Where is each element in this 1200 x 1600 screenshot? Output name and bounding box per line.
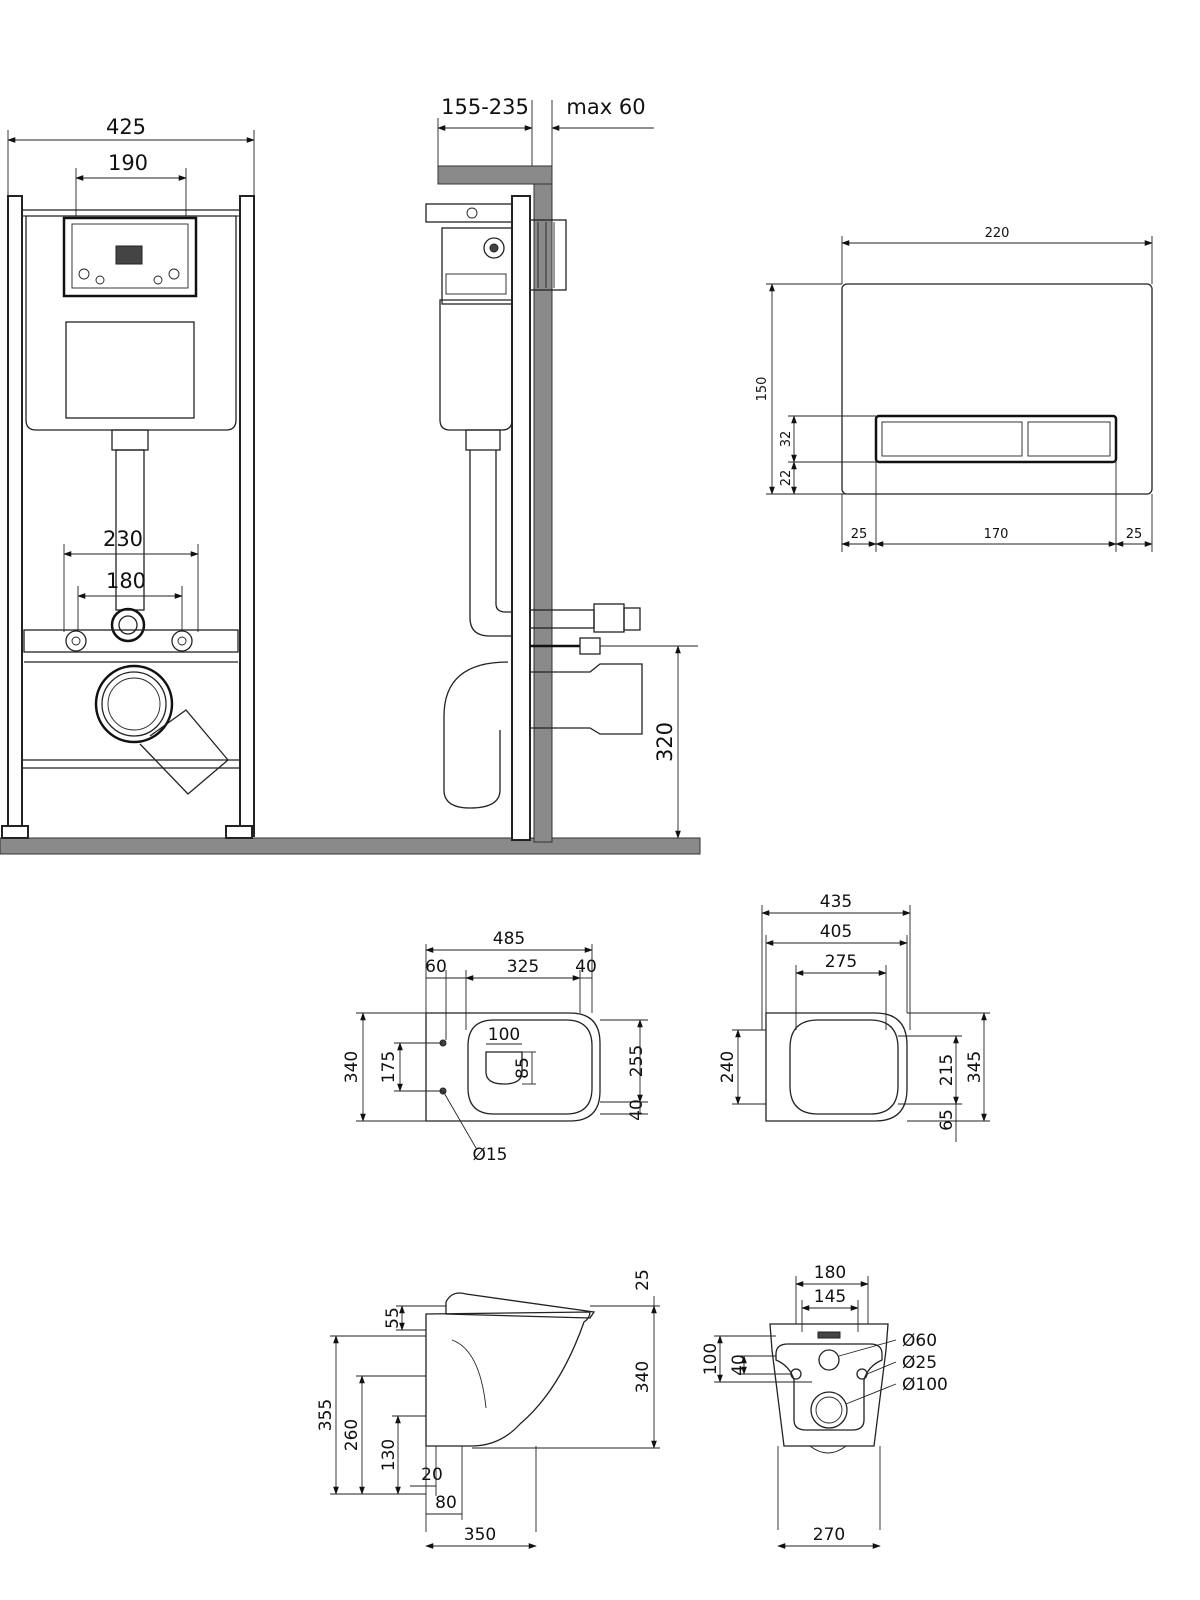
- dim-bowl-inner: 255: [627, 1045, 647, 1077]
- frame-left-post: [7, 195, 23, 837]
- flush-button-large: [881, 421, 1023, 457]
- drain-siphon: [443, 661, 509, 809]
- dim-offset-a: 20: [421, 1465, 443, 1485]
- label-outlet-diameter: Ø100: [902, 1375, 948, 1395]
- dim-plate-height: 150: [755, 377, 770, 402]
- dim-bolt-height: 320: [653, 722, 677, 762]
- dim-max-panel: max 60: [566, 95, 645, 119]
- frame-left-foot: [1, 825, 29, 839]
- flush-plate: [841, 283, 1153, 495]
- flush-button-small: [1027, 421, 1111, 457]
- waste-outlet: [810, 1391, 848, 1429]
- flush-plate-view: 220 150 32 22 25 170 25: [755, 226, 1153, 552]
- drain-elbow: [530, 663, 643, 735]
- dim-tank-width: 190: [108, 151, 148, 175]
- wall-section: [533, 179, 553, 843]
- dim-rim-offset: 40: [627, 1099, 647, 1121]
- water-inlet: [818, 1349, 840, 1371]
- dim-side-top-offset: 25: [633, 1269, 653, 1291]
- dim-seat-length: 405: [820, 922, 852, 942]
- dim-bowl-length: 485: [493, 929, 525, 949]
- dim-bolt-height: 40: [729, 1354, 749, 1376]
- flush-buttons: [874, 414, 1118, 464]
- dim-seat-overall-width: 345: [965, 1051, 985, 1083]
- bowl-top-view: 485 60 325 40 340 175 100 85: [342, 929, 648, 1165]
- bowl-side-outline: [425, 1311, 591, 1447]
- cistern-tank: [25, 215, 237, 431]
- label-bolt-diameter: Ø25: [902, 1353, 937, 1373]
- frame-right-foot: [225, 825, 253, 839]
- dim-opening-width: 100: [488, 1025, 520, 1045]
- side-cistern: [439, 299, 513, 431]
- drain-outlet: [94, 664, 174, 744]
- dim-frame-width: 425: [106, 115, 146, 139]
- mounting-bar: [23, 629, 239, 653]
- mounting-stud-left: [65, 630, 87, 652]
- label-inlet-diameter: Ø60: [902, 1331, 937, 1351]
- dim-seat-width: 240: [718, 1051, 738, 1083]
- floor-line: [0, 837, 701, 855]
- dim-opening-depth: 85: [513, 1057, 533, 1079]
- dim-right-offset: 40: [575, 957, 597, 977]
- dim-button-width: 170: [984, 527, 1009, 542]
- dim-margin-right: 25: [1126, 527, 1143, 542]
- dim-depth-range: 155-235: [441, 95, 529, 119]
- wall-top-panel: [437, 165, 553, 185]
- mounting-stud-right: [171, 630, 193, 652]
- dim-seat-inner-width: 215: [937, 1054, 957, 1086]
- dim-bowl-span: 325: [507, 957, 539, 977]
- dim-seat-overall: 435: [820, 892, 852, 912]
- dim-bowl-width: 340: [342, 1051, 362, 1083]
- dim-button-bottom: 22: [779, 470, 794, 487]
- dim-hole-spacing: 175: [379, 1051, 399, 1083]
- dim-bowl-side-length: 350: [464, 1525, 496, 1545]
- dim-seat-inner-length: 275: [825, 952, 857, 972]
- bowl-opening: [485, 1051, 523, 1085]
- dim-back-bottom-width: 270: [813, 1525, 845, 1545]
- dim-back-top-width: 180: [814, 1263, 846, 1283]
- bowl-back-view: 180 145 Ø60 Ø25 Ø100 40 100 270: [701, 1263, 948, 1549]
- bowl-back-outline: [769, 1323, 889, 1447]
- seat-lid-profile: [445, 1292, 596, 1319]
- seat-opening: [789, 1019, 899, 1115]
- dim-stud-outer: 230: [103, 527, 143, 551]
- seat-top-view: 435 405 275 240 215 345 65: [718, 892, 990, 1142]
- dim-inlet-height: 130: [379, 1439, 399, 1471]
- drain-bend: [139, 709, 229, 795]
- service-opening: [62, 216, 198, 298]
- dim-bowl-total-height: 355: [316, 1399, 336, 1431]
- bolt-hole-left: [790, 1368, 802, 1380]
- dim-offset-b: 80: [435, 1493, 457, 1513]
- frame-front-view: 425 190 230 180: [0, 115, 701, 855]
- flush-plate-profile: [529, 219, 567, 291]
- dim-margin-left: 25: [851, 527, 868, 542]
- dim-outlet-height: 260: [342, 1419, 362, 1451]
- dim-outlet-height: 100: [701, 1343, 721, 1375]
- label-hole-diameter: Ø15: [472, 1145, 507, 1165]
- dim-plate-width: 220: [985, 226, 1010, 241]
- frame-side-view: 155-235 max 60 320: [425, 95, 698, 843]
- dim-left-offset: 60: [425, 957, 447, 977]
- bowl-outline: [425, 1012, 601, 1122]
- dim-seat-offset: 65: [937, 1109, 957, 1131]
- bolt-hole-right: [856, 1368, 868, 1380]
- dim-button-height: 32: [779, 431, 794, 448]
- dim-lid-height: 55: [383, 1307, 403, 1329]
- inlet-connector: [110, 607, 146, 643]
- dim-back-hole-spacing: 145: [814, 1287, 846, 1307]
- dim-stud-inner: 180: [106, 569, 146, 593]
- frame-right-post: [239, 195, 255, 837]
- frame-side-post: [511, 195, 531, 841]
- bowl-side-view: 25 55 355 260 130 340 20 80 350: [316, 1269, 660, 1549]
- seat-outline: [765, 1012, 908, 1122]
- dim-bowl-side-height: 340: [633, 1361, 653, 1393]
